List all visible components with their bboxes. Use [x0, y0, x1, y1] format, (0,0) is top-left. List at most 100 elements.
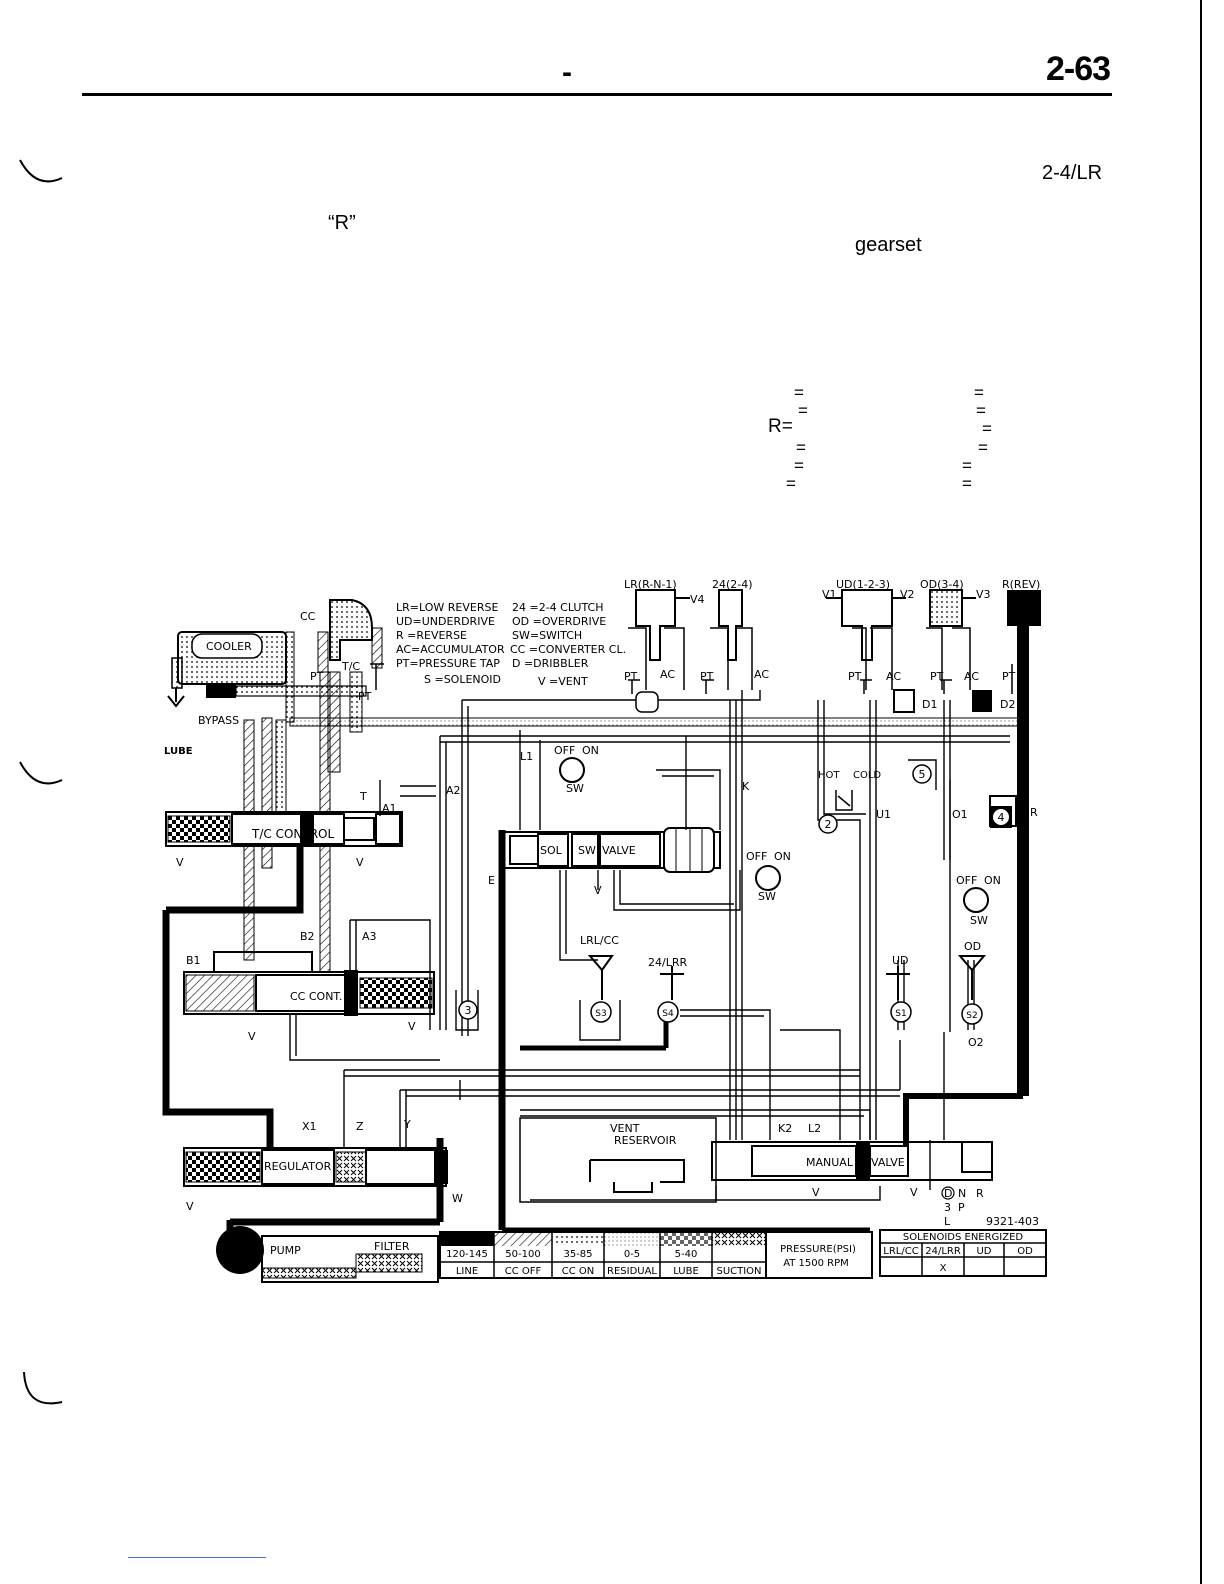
- label-v: V: [186, 1200, 194, 1213]
- label-lube: LUBE: [164, 746, 193, 757]
- label-e: E: [488, 874, 495, 887]
- label-ac: AC: [964, 670, 979, 683]
- solenoid-switch-valve: [499, 827, 721, 873]
- label-on-o: ON: [984, 874, 1001, 887]
- label-ud-sol: UD: [892, 954, 909, 967]
- label-z: Z: [356, 1120, 364, 1133]
- label-sw-k: SW: [758, 890, 776, 903]
- label-v: V: [248, 1030, 256, 1043]
- pressure-legend-text: 120-145 50-100 35-85 0-5 5-40 LINE CC OF…: [446, 1244, 856, 1277]
- label-lr-rn1: LR(R-N-1): [624, 578, 677, 591]
- label-v: V: [812, 1186, 820, 1199]
- label-sw: SW: [578, 844, 596, 857]
- label-lrcc: LRL/CC: [580, 934, 619, 947]
- gear-l: L: [944, 1215, 951, 1228]
- marker-4: 4: [998, 811, 1005, 824]
- binding-hole-3: [23, 1371, 63, 1405]
- gear-d: D: [944, 1187, 952, 1200]
- label-pt: PT: [848, 670, 862, 683]
- solenoid-header: UD: [976, 1246, 991, 1257]
- pressure-value: 5-40: [675, 1249, 698, 1260]
- gear-positions: D N R 3 P L: [941, 1186, 984, 1228]
- label-pt: PT: [1002, 670, 1016, 683]
- label-pt: PT: [310, 670, 324, 683]
- abbrev-eq: =: [798, 401, 808, 420]
- label-a3: A3: [362, 930, 377, 943]
- label-x1: X1: [302, 1120, 317, 1133]
- label-tc: T/C: [341, 660, 360, 673]
- label-v3: V3: [976, 588, 991, 601]
- switch-l1: [559, 757, 585, 783]
- abbrev-eq: =: [976, 401, 986, 420]
- label-y: Y: [403, 1118, 411, 1131]
- legend-r: R =REVERSE: [396, 629, 467, 642]
- pressure-name: LINE: [456, 1266, 478, 1277]
- pressure-name: RESIDUAL: [607, 1266, 657, 1277]
- gear-3: 3: [944, 1201, 951, 1214]
- gear-p: P: [958, 1201, 965, 1214]
- abbrev-eq: =: [962, 456, 972, 475]
- solenoid-table-text: SOLENOIDS ENERGIZED LRL/CC 24/LRR UD OD …: [883, 1232, 1033, 1274]
- label-filter: FILTER: [374, 1240, 410, 1253]
- clutch-ud: [826, 589, 906, 690]
- label-pt: PT: [930, 670, 944, 683]
- pressure-caption-2: AT 1500 RPM: [783, 1258, 849, 1269]
- marker-s4: S4: [662, 1009, 674, 1019]
- label-v: V: [594, 884, 602, 897]
- label-t: T: [359, 790, 367, 803]
- label-vent: VENT: [610, 1122, 640, 1135]
- pressure-legend: [439, 1231, 873, 1279]
- label-24lr: 24/LRR: [648, 956, 687, 969]
- solenoid-bodies: [587, 955, 987, 1000]
- label-reservoir: RESERVOIR: [614, 1134, 677, 1147]
- pressure-value: 0-5: [624, 1249, 640, 1260]
- label-od: OD(3-4): [920, 578, 964, 591]
- circled-markers: 2 3 4 5 S1 S2 S3 S4: [458, 764, 1012, 1025]
- label-ac: AC: [754, 668, 769, 681]
- gear-r: R: [976, 1187, 984, 1200]
- label-o2: O2: [968, 1036, 984, 1049]
- label-l2: L2: [808, 1122, 821, 1135]
- label-sol: SOL: [540, 844, 563, 857]
- port-labels: PT PT PT PT PT PT PT AC AC AC AC T A1 A2…: [176, 668, 1038, 1213]
- dribbler-d2: [972, 690, 992, 712]
- page-edge-rule: [1200, 0, 1202, 1584]
- pressure-caption-1: PRESSURE(PSI): [780, 1244, 856, 1255]
- regulator-valve: [183, 1147, 448, 1187]
- label-v4: V4: [690, 593, 705, 606]
- solenoid-table-title: SOLENOIDS ENERGIZED: [903, 1232, 1024, 1243]
- label-valve: VALVE: [602, 844, 636, 857]
- pressure-name: CC OFF: [505, 1266, 542, 1277]
- converter-clutch: [317, 599, 383, 773]
- abbrev-eq: =: [786, 474, 796, 493]
- label-rrev: R(REV): [1002, 578, 1040, 591]
- label-cc-cont: CC CONT.: [290, 990, 342, 1003]
- label-sw-l1: SW: [566, 782, 584, 795]
- label-regulator: REGULATOR: [264, 1160, 332, 1173]
- label-on-k: ON: [774, 850, 791, 863]
- clutch-lr: [628, 589, 690, 690]
- gear-n: N: [958, 1187, 966, 1200]
- cc-control-valve: [183, 951, 435, 1016]
- body-fragment-r: “R”: [328, 212, 356, 234]
- header-dash: -: [562, 56, 572, 89]
- pump-filter-box: [261, 1235, 439, 1283]
- label-v1: V1: [822, 588, 837, 601]
- abbrev-eq: =: [974, 383, 984, 402]
- marker-2: 2: [825, 818, 832, 831]
- binding-hole-1: [19, 159, 63, 183]
- label-ac: AC: [886, 670, 901, 683]
- label-off-k: OFF: [746, 850, 767, 863]
- passages: [289, 690, 1010, 1201]
- solenoid-table: [879, 1229, 1047, 1277]
- label-w: W: [452, 1192, 463, 1205]
- body-fragment-24lr: 2-4/LR: [1042, 162, 1103, 184]
- thermal-valve: [835, 790, 853, 811]
- label-sw-o: SW: [970, 914, 988, 927]
- label-pt: PT: [358, 690, 372, 703]
- label-l1: L1: [520, 750, 533, 763]
- label-valve2: VALVE: [871, 1156, 905, 1169]
- abbrev-eq: =: [794, 456, 804, 475]
- label-cc: CC: [300, 610, 316, 623]
- label-ac: AC: [660, 668, 675, 681]
